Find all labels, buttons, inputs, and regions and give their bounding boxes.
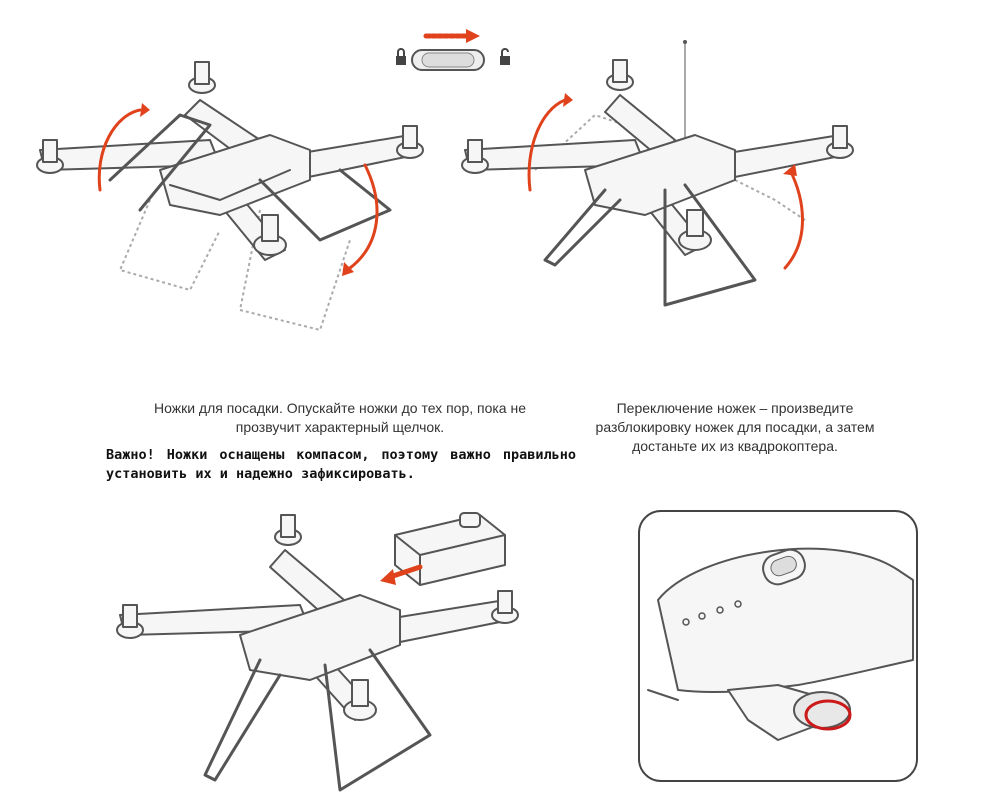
caption-leg-switch: Переключение ножек – произведите разблок… <box>595 400 875 454</box>
illustration-legs-release <box>455 40 865 320</box>
illustration-latch-closeup <box>638 510 918 782</box>
caption-landing-legs: Ножки для посадки. Опускайте ножки до те… <box>153 400 527 435</box>
illustration-legs-unfold <box>20 40 440 340</box>
battery-icon <box>394 512 506 586</box>
latch-highlight-ring <box>804 699 852 731</box>
warning-compass: Важно! Ножки оснащены компасом, поэтому … <box>106 447 576 482</box>
leg-lock-slider <box>392 20 522 75</box>
illustration-battery-insert <box>110 505 530 795</box>
lock-open-icon <box>500 48 510 65</box>
lock-closed-icon <box>396 48 406 65</box>
